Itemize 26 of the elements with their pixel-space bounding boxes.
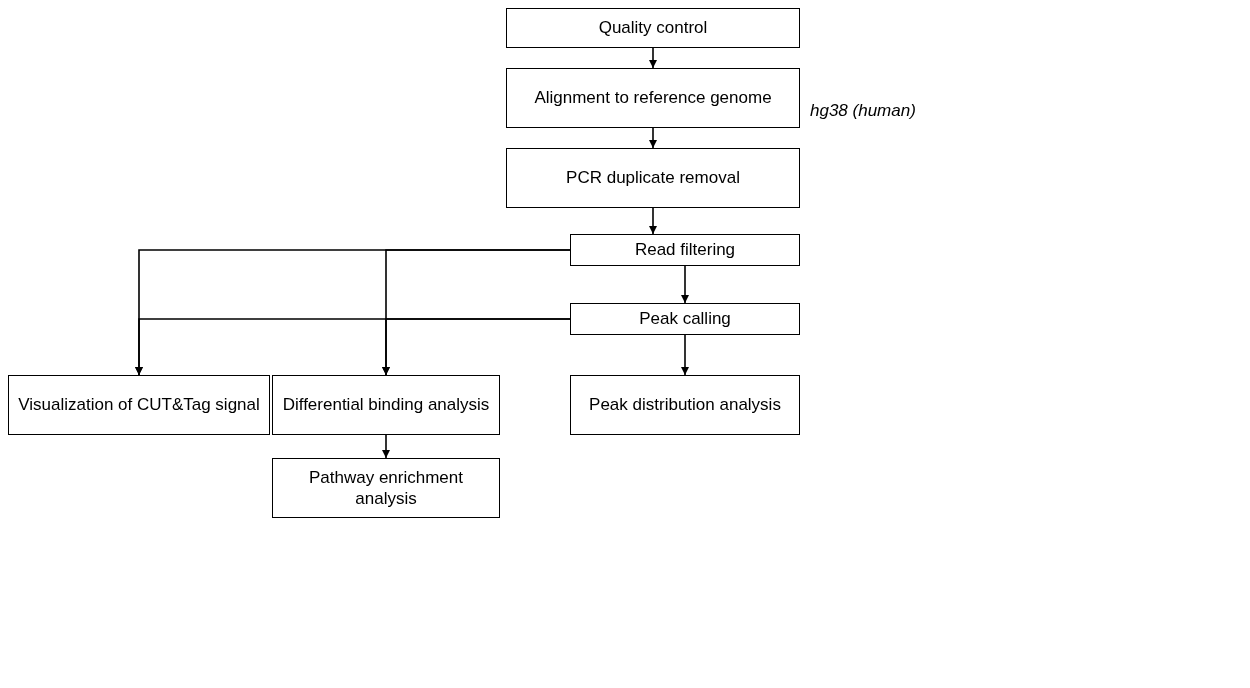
step-label: PCR duplicate removal [566,167,740,189]
process-box [570,303,800,335]
step-label: Differential binding analysis [282,394,490,416]
process-box [272,375,500,435]
step-label: Visualization of CUT&Tag signal [18,394,260,416]
step-label: Pathway enrichment analysis [308,466,464,510]
process-box [506,8,800,48]
process-box [8,375,270,435]
step-label: Peak calling [639,308,731,330]
annotation-text: hg38 (human) [810,100,916,122]
process-box [570,234,800,266]
arrow [382,434,390,459]
arrow [681,334,689,376]
step-label: Peak distribution analysis [589,394,781,416]
process-box [506,148,800,208]
step-label: Read filtering [634,239,736,261]
process-box [570,375,800,435]
arrow [681,265,689,304]
arrow [382,318,571,376]
arrow [649,127,657,149]
step-label: Quality control [598,17,708,39]
arrow [649,47,657,69]
process-box [272,458,500,518]
arrow [649,207,657,235]
process-box [506,68,800,128]
step-label: Alignment to reference genome [534,87,772,109]
